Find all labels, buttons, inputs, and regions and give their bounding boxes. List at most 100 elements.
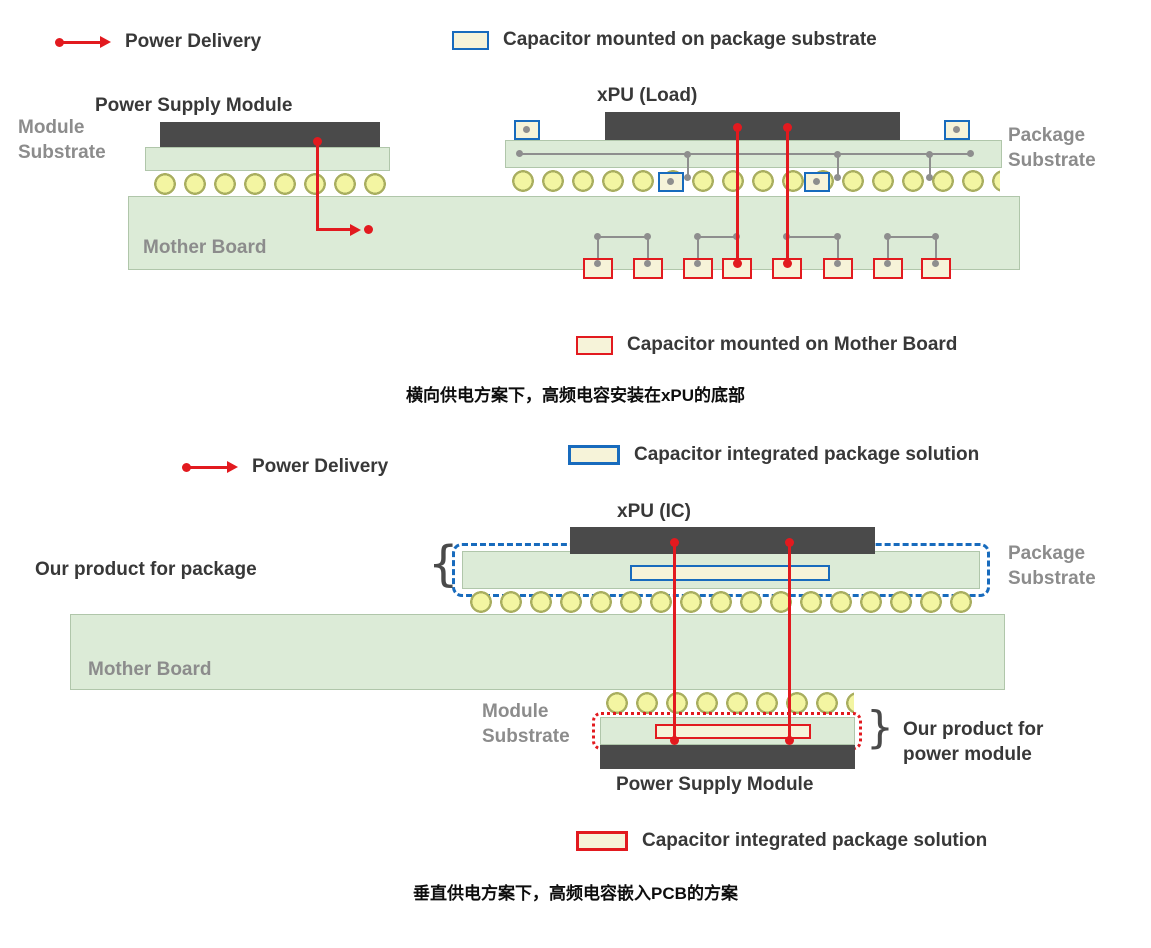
solder-balls [150,171,386,197]
via-line [697,237,699,258]
via-dot [694,260,701,267]
via-line [687,154,689,178]
mother-board-capacitor [921,258,951,279]
xpu-chip [605,112,900,140]
power-node [783,123,792,132]
via-line [935,237,937,258]
power-node [670,538,679,547]
via-dot [932,260,939,267]
via-line [887,237,889,258]
via-dot [667,178,674,185]
power-supply-module-label: Power Supply Module [616,774,814,795]
top-caption: 横向供电方案下，高频电容安装在xPU的底部 [405,386,746,405]
package-top-capacitor [514,120,540,140]
via-line [787,236,840,238]
power-supply-module-label: Power Supply Module [95,95,293,116]
module-substrate-label: Module Substrate [482,701,570,747]
legend-label: Power Delivery [252,456,389,477]
power-node [670,736,679,745]
package-substrate-label: Package Substrate [1008,543,1096,589]
power-node [733,259,742,268]
xpu-chip [570,527,875,554]
via-dot [813,178,820,185]
mother-board-capacitor [873,258,903,279]
xpu-label: xPU (Load) [597,85,698,106]
via-dot [523,126,530,133]
power-delivery-arrow-icon [182,461,238,473]
via-dot [834,151,841,158]
mother-board-capacitor [633,258,663,279]
arrow-head-icon [100,36,111,48]
power-supply-chip [160,122,380,147]
legend-mother-capacitor: Capacitor mounted on Mother Board [576,334,957,356]
our-product-package-label: Our product for package [35,559,257,580]
red-dot-icon [182,463,191,472]
module-substrate-board [145,147,390,171]
legend-label: Power Delivery [125,31,262,52]
mother-board [128,196,1020,270]
via-dot [884,260,891,267]
mother-board-label: Mother Board [88,659,212,680]
via-line [597,237,599,258]
via-dot [834,233,841,240]
legend-package-capacitor: Capacitor mounted on package substrate [452,29,877,51]
legend-capacitor-integrated-blue: Capacitor integrated package solution [568,444,979,466]
via-dot [644,260,651,267]
our-product-power-label: Our product for power module [903,719,1044,765]
solder-balls [508,168,1000,194]
via-dot [694,233,701,240]
left-brace: { [428,536,459,592]
power-node [783,259,792,268]
via-line [929,154,931,178]
red-dot-icon [55,38,64,47]
arrow-shaft [187,466,229,469]
via-line [598,236,650,238]
package-bottom-capacitor [658,172,684,192]
mother-board [70,614,1005,690]
via-dot [884,233,891,240]
blue-capacitor-icon [568,445,620,465]
via-dot [684,151,691,158]
legend-label: Capacitor mounted on package substrate [503,29,877,50]
power-line [736,128,739,265]
mother-board-label: Mother Board [143,237,267,258]
via-dot [834,260,841,267]
arrow-shaft [60,41,102,44]
power-node [364,225,373,234]
mother-board-capacitor [583,258,613,279]
embedded-capacitor-red [655,724,811,739]
via-dot [644,233,651,240]
via-dot [932,233,939,240]
via-line [888,236,938,238]
package-top-capacitor [944,120,970,140]
arrow-head-icon [227,461,238,473]
via-line [837,237,839,258]
via-dot [967,150,974,157]
power-supply-chip [600,745,855,769]
via-dot [953,126,960,133]
package-power-plane [520,153,973,155]
blue-capacitor-icon [452,30,489,50]
solder-balls [466,589,976,615]
module-substrate-label: Module Substrate [18,117,106,163]
power-line [788,543,791,743]
power-line [316,228,356,231]
legend-power-delivery: Power Delivery [182,456,388,478]
xpu-label: xPU (IC) [617,501,691,522]
via-line [698,236,739,238]
legend-capacitor-integrated-red: Capacitor integrated package solution [576,830,987,852]
right-brace: } [866,702,894,753]
red-capacitor-icon [576,335,613,355]
via-dot [594,260,601,267]
legend-power-delivery: Power Delivery [55,31,261,53]
mother-board-capacitor [823,258,853,279]
power-node [733,123,742,132]
via-dot [926,151,933,158]
solder-balls [602,690,854,716]
arrow-head-icon [350,224,361,236]
bottom-caption: 垂直供电方案下，高频电容嵌入PCB的方案 [413,884,738,903]
embedded-capacitor-blue [630,565,830,581]
